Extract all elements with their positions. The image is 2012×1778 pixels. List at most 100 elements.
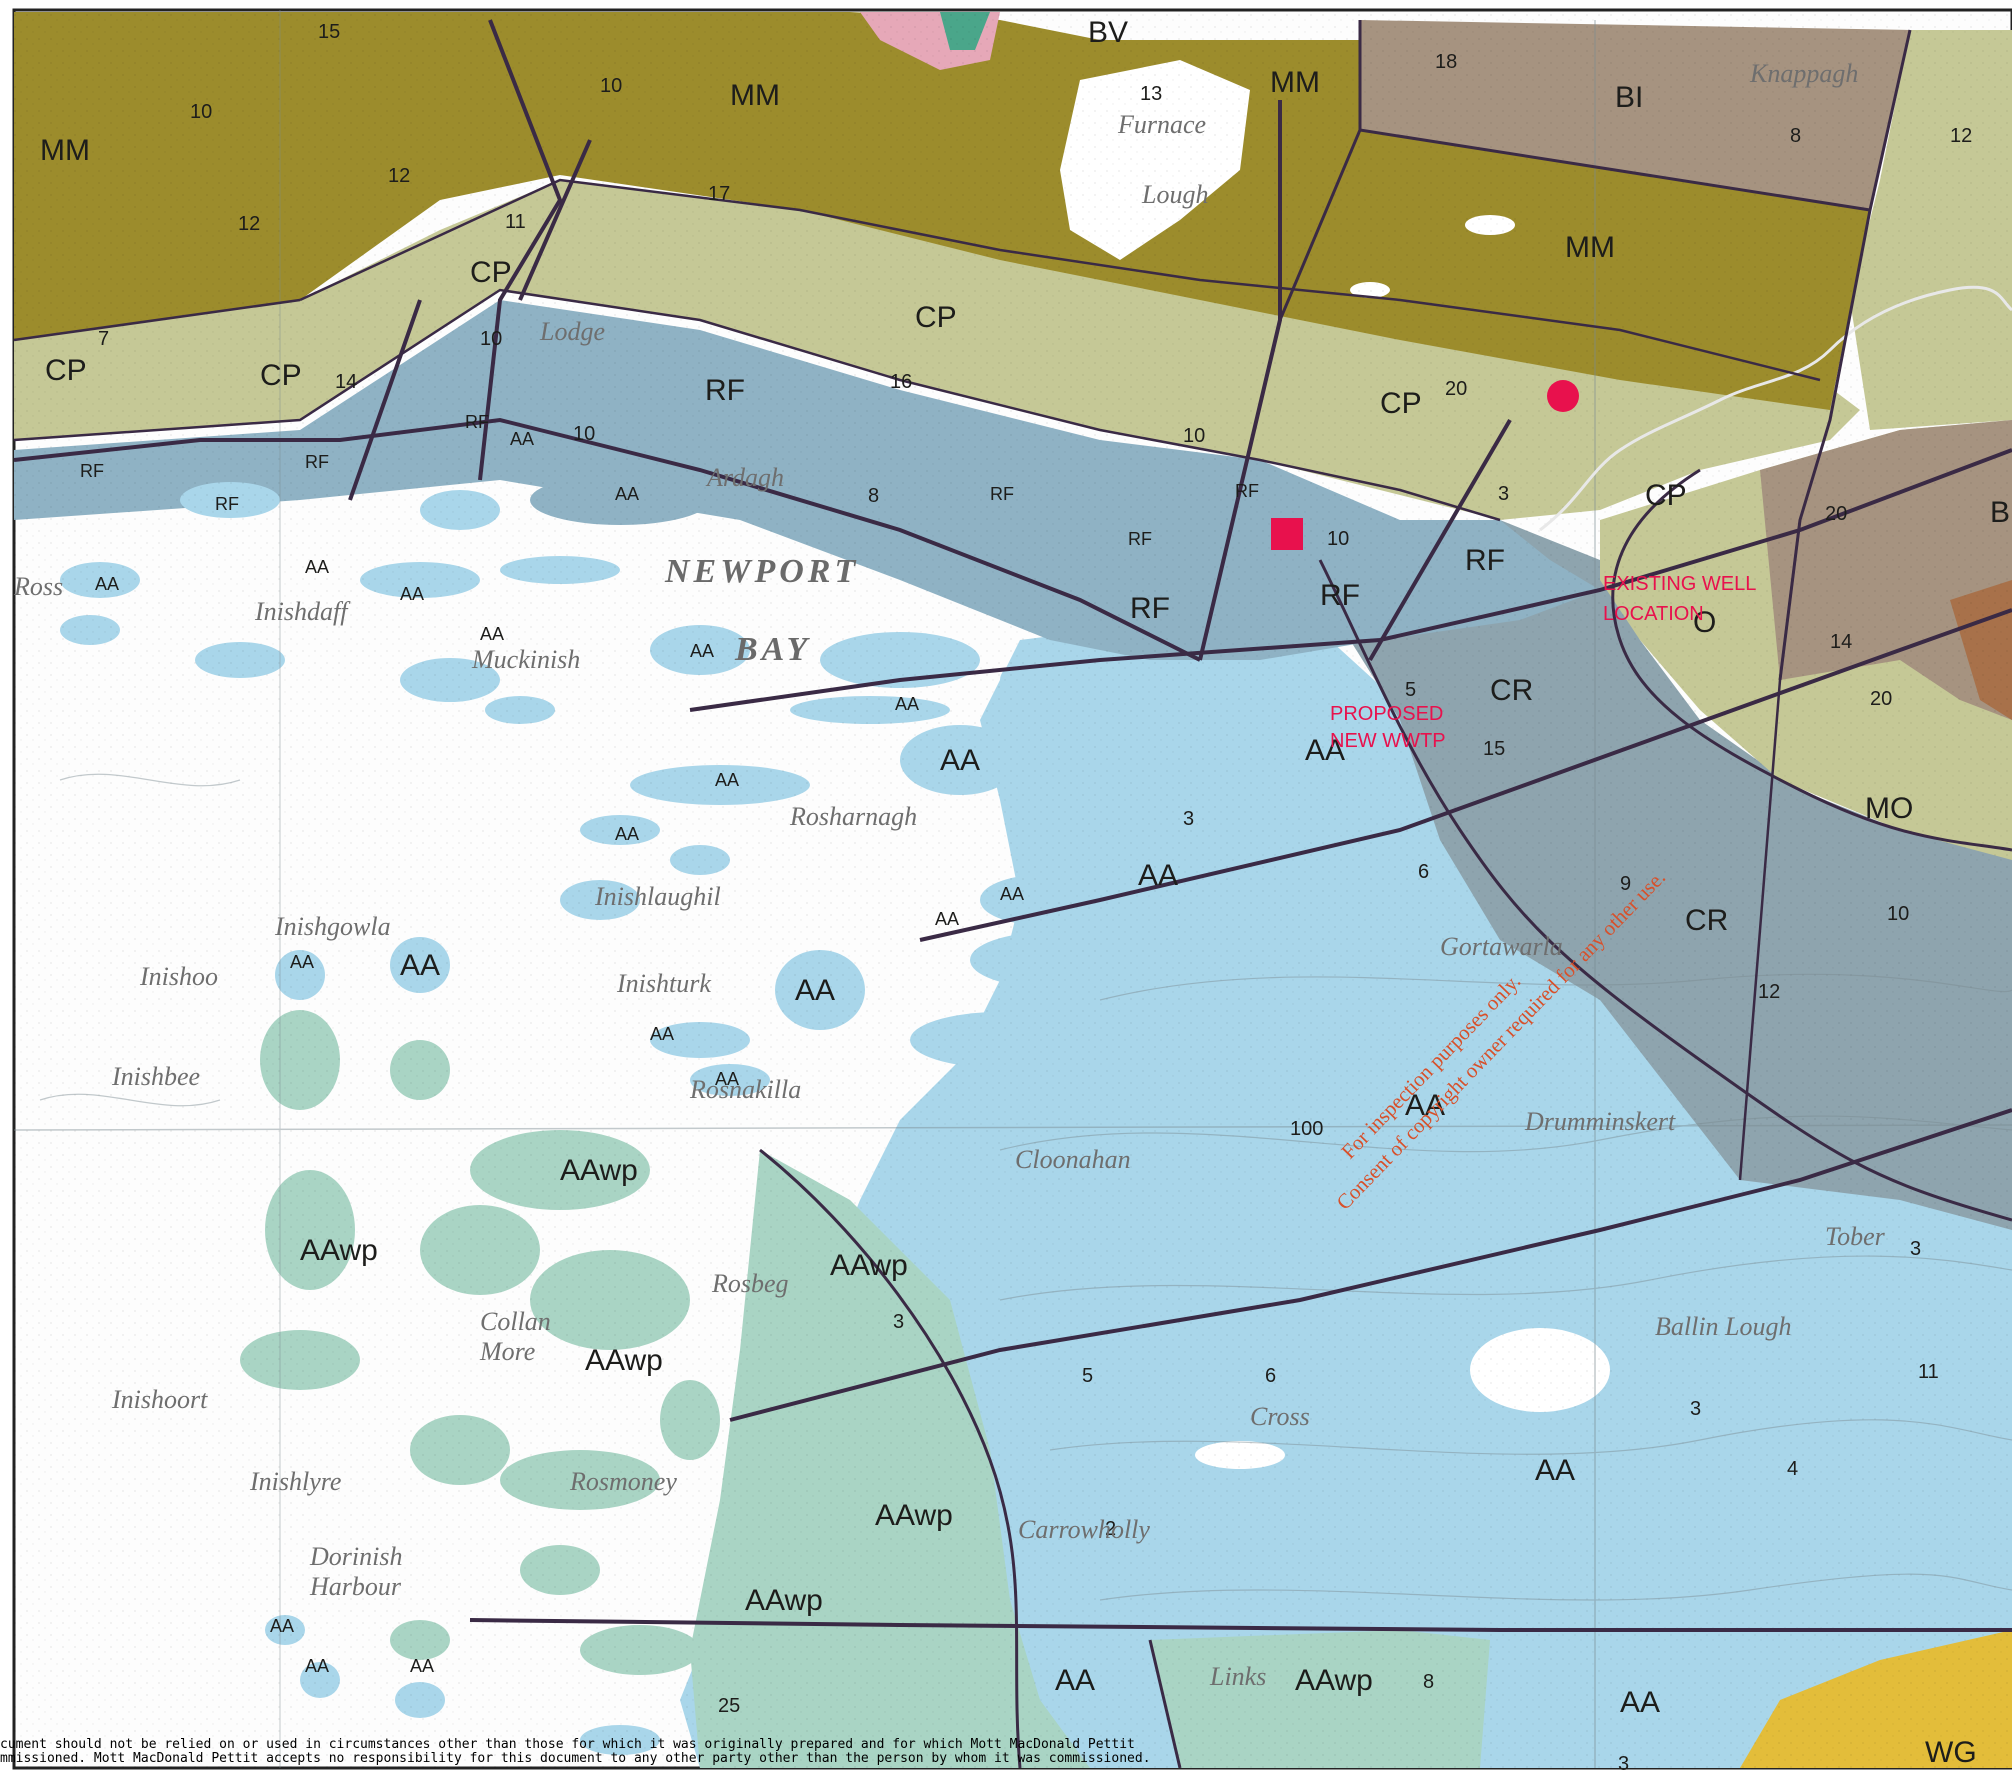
place-name: Muckinish [471, 645, 580, 674]
unit-label-AA: AA [1000, 884, 1024, 904]
unit-label-RF: RF [80, 461, 104, 481]
dip-value: 5 [1082, 1365, 1093, 1387]
unit-label-CP: CP [45, 354, 87, 387]
dip-value: 20 [1870, 688, 1892, 710]
proposed-wwtp-marker[interactable] [1271, 518, 1303, 550]
unit-label-CR: CR [1685, 904, 1728, 937]
dip-value: 20 [1445, 378, 1467, 400]
unit-label-BI: BI [1615, 81, 1643, 114]
unit-label-AA: AA [480, 624, 504, 644]
place-name: Inishlyre [249, 1467, 341, 1496]
unit-label-CP: CP [1645, 479, 1687, 512]
unit-label-MM: MM [730, 79, 780, 112]
place-name: Cloonahan [1015, 1145, 1131, 1174]
existing-label-line2: LOCATION [1603, 603, 1704, 625]
unit-label-RF: RF [1130, 592, 1170, 625]
dip-value: 3 [1910, 1238, 1921, 1260]
dip-value: 14 [335, 371, 357, 393]
place-name: Tober [1825, 1222, 1886, 1251]
unit-label-AAwp: AAwp [745, 1584, 823, 1617]
unit-label-AA: AA [510, 429, 534, 449]
proposed-label-line1: PROPOSED [1330, 703, 1443, 725]
unit-label-RF: RF [705, 374, 745, 407]
disclaimer-line2: mmissioned. Mott MacDonald Pettit accept… [0, 1751, 1151, 1766]
fault-lines [13, 19, 2012, 1769]
unit-label-RF: RF [990, 484, 1014, 504]
fault-line [1738, 519, 1802, 1181]
fault-line [1318, 559, 2012, 1222]
dip-value: 9 [1620, 873, 1631, 895]
dip-value: 3 [1498, 483, 1509, 505]
place-name: More [479, 1337, 535, 1366]
unit-label-RF: RF [465, 412, 489, 432]
unit-label-RF: RF [305, 452, 329, 472]
dip-value: 25 [718, 1695, 740, 1717]
place-name: Dorinish [309, 1542, 402, 1571]
unit-label-AA: AA [1055, 1664, 1095, 1697]
fault-line [1278, 20, 1362, 321]
fault-line [919, 608, 2012, 942]
unit-label-AA: AA [615, 824, 639, 844]
unit-label-CP: CP [260, 359, 302, 392]
unit-label-O: O [1693, 606, 1716, 639]
unit-label-AA: AA [650, 1024, 674, 1044]
proposed-wwtp-label: PROPOSED NEW WWTP [1330, 703, 1446, 752]
place-name: Lough [1141, 180, 1208, 209]
unit-label-MO: MO [1865, 792, 1913, 825]
unit-label-AA: AA [290, 952, 314, 972]
dip-value: 10 [573, 423, 595, 445]
unit-label-AA: AA [410, 1656, 434, 1676]
unit-label-AAwp: AAwp [830, 1249, 908, 1282]
unit-label-AAwp: AAwp [300, 1234, 378, 1267]
dip-value: 12 [1950, 125, 1972, 147]
dip-value: 10 [1183, 425, 1205, 447]
fault-line [1611, 468, 2012, 852]
dip-value: 10 [1887, 903, 1909, 925]
dip-values: 15 10 10 12 12 11 17 13 18 8 12 7 10 14 … [98, 21, 1972, 1775]
dip-value: 8 [868, 485, 879, 507]
dip-value: 6 [1265, 1365, 1276, 1387]
disclaimer-line1: cument should not be relied on or used i… [0, 1737, 1135, 1752]
dip-value: 3 [1183, 808, 1194, 830]
place-name: Rosnakilla [689, 1075, 801, 1104]
unit-label-AA: AA [715, 1069, 739, 1089]
place-name: Collan [480, 1307, 551, 1336]
dip-value: 15 [1483, 738, 1505, 760]
unit-label-AA: AA [1535, 1454, 1575, 1487]
dip-value: 17 [708, 183, 730, 205]
unit-label-AAwp: AAwp [585, 1344, 663, 1377]
unit-label-AAwp: AAwp [875, 1499, 953, 1532]
unit-label-AA: AA [1305, 734, 1345, 767]
dip-value: 4 [1787, 1458, 1798, 1480]
fault-line [759, 1148, 1022, 1769]
dip-value: 3 [893, 1311, 904, 1333]
fault-line [518, 139, 592, 301]
place-name: Inishbee [111, 1062, 200, 1091]
dip-value: 14 [1830, 631, 1852, 653]
fault-line [13, 417, 1201, 662]
unit-label-RF: RF [1465, 544, 1505, 577]
dip-value: 11 [1918, 1361, 1939, 1383]
texture-overlay [14, 10, 2012, 1768]
unit-label-RF: RF [215, 494, 239, 514]
place-name: Ross [13, 572, 63, 601]
unit-label-WG: WG [1925, 1736, 1977, 1769]
unit-label-RF: RF [1128, 529, 1152, 549]
place-name-newport: NEWPORT [664, 553, 859, 590]
unit-label-AA: AA [940, 744, 980, 777]
place-name: Cross [1250, 1402, 1310, 1431]
place-name: Harbour [309, 1572, 402, 1601]
unit-label-AA: AA [1405, 1089, 1445, 1122]
fault-line [1148, 1639, 1182, 1769]
dip-value: 15 [318, 21, 340, 43]
unit-label-MM: MM [1270, 66, 1320, 99]
unit-labels: MM MM MM MM BV BI B CP CP CP CP CP CP RF… [40, 16, 2010, 1769]
dip-value: 5 [1405, 679, 1416, 701]
existing-well-marker[interactable] [1547, 380, 1579, 412]
place-name: Inishgowla [274, 912, 391, 941]
dip-value: 10 [600, 75, 622, 97]
place-name: Carrowholly [1018, 1515, 1150, 1544]
place-name: Knappagh [1749, 59, 1858, 88]
dip-value: 16 [890, 371, 912, 393]
fault-line [1368, 418, 1512, 662]
